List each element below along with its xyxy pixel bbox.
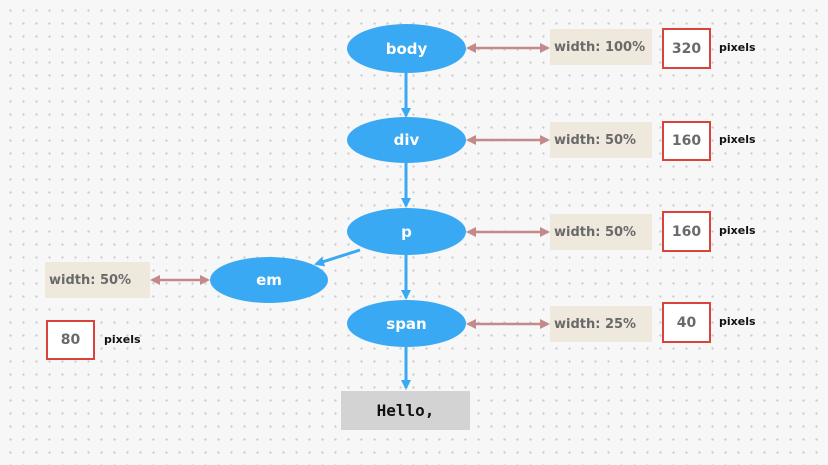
pixels-unit-p: pixels — [719, 224, 756, 237]
width-label-p: width: 50% — [550, 214, 652, 250]
node-span: span — [347, 300, 466, 347]
node-p: p — [347, 208, 466, 255]
node-div: div — [347, 117, 466, 163]
pixel-value-div: 160 — [662, 121, 711, 161]
pixels-unit-body: pixels — [719, 41, 756, 54]
pixels-unit-em: pixels — [104, 333, 141, 346]
pixels-unit-div: pixels — [719, 133, 756, 146]
pixels-unit-span: pixels — [719, 315, 756, 328]
pixel-value-p: 160 — [662, 211, 711, 252]
width-label-em: width: 50% — [45, 262, 150, 298]
pixel-value-body: 320 — [662, 28, 711, 69]
rendered-output: Hello, — [341, 391, 470, 430]
width-label-body: width: 100% — [550, 29, 652, 65]
pixel-value-span: 40 — [662, 302, 711, 343]
node-body: body — [347, 24, 466, 73]
arrow-p-to-em — [314, 248, 361, 267]
pixel-value-em: 80 — [46, 320, 95, 360]
node-em: em — [210, 257, 328, 303]
width-label-div: width: 50% — [550, 122, 652, 158]
width-label-span: width: 25% — [550, 306, 652, 342]
